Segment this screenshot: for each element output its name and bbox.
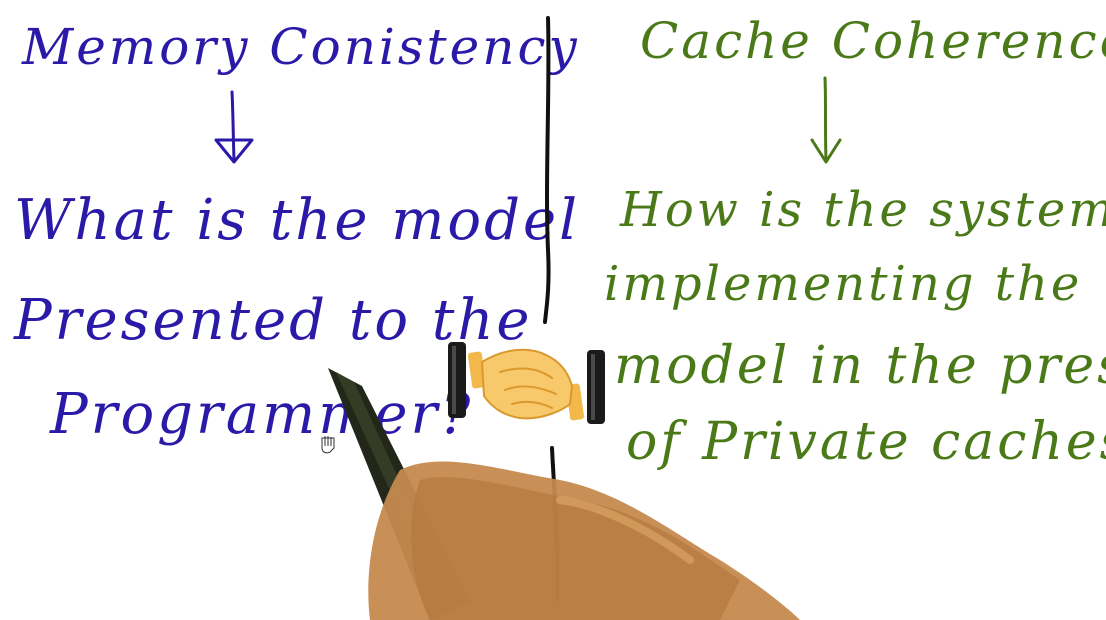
memory-consistency-arrow-icon [214, 90, 254, 164]
handshake-icon [448, 342, 605, 424]
hand-cursor-icon [321, 436, 335, 454]
memory-consistency-question-line-1: What is the model [14, 188, 580, 253]
cache-coherence-question-line-2: implementing the [604, 256, 1083, 312]
cache-coherence-question-line-3: model in the presence [614, 336, 1106, 396]
cache-coherence-question-line-1: How is the system [620, 182, 1106, 238]
cache-coherence-title: Cache Coherence [640, 12, 1106, 70]
memory-consistency-title: Memory Conistency [22, 18, 580, 76]
cache-coherence-question-line-4: of Private caches? [626, 412, 1106, 472]
memory-consistency-question-line-2: Presented to the [14, 288, 533, 353]
divider-line-top [543, 16, 551, 324]
memory-consistency-question-line-3: Programmer? [50, 382, 474, 447]
cache-coherence-arrow-icon [810, 76, 842, 164]
hand-with-pen-icon [328, 368, 800, 620]
